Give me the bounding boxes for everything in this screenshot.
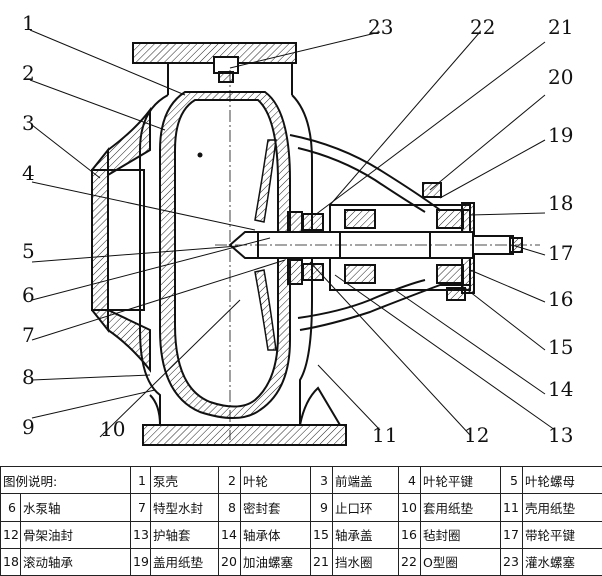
legend-table: 图例说明: 1 泵壳 2 叶轮 3 前端盖 4 叶轮平键 5 叶轮螺母 6 水泵… <box>0 465 602 576</box>
leader-lines <box>29 29 556 438</box>
legend-label: 前端盖 <box>332 465 399 495</box>
legend-label: 密封套 <box>240 493 311 522</box>
callout-21: 21 <box>548 15 573 39</box>
legend-row: 图例说明: 1 泵壳 2 叶轮 3 前端盖 4 叶轮平键 5 叶轮螺母 <box>0 465 602 495</box>
legend-label: 盖用纸垫 <box>150 547 219 576</box>
legend-label: 套用纸垫 <box>420 493 501 522</box>
legend-number: 1 <box>130 465 151 495</box>
legend-number: 13 <box>130 520 151 549</box>
legend-label: 泵壳 <box>150 465 219 495</box>
legend-number: 8 <box>218 493 241 522</box>
legend-label: 叶轮 <box>240 465 311 495</box>
legend-number: 15 <box>310 520 333 549</box>
bearing-housing <box>287 134 475 331</box>
legend-number: 3 <box>310 465 333 495</box>
legend-label: 止口环 <box>332 493 399 522</box>
callout-16: 16 <box>548 287 573 311</box>
legend-label: 毡封圈 <box>420 520 501 549</box>
callout-2: 2 <box>22 61 35 85</box>
legend-number: 5 <box>500 465 523 495</box>
legend-row: 6 水泵轴 7 特型水封 8 密封套 9 止口环 10 套用纸垫 11 壳用纸垫 <box>0 493 602 522</box>
legend-number: 4 <box>398 465 421 495</box>
callout-5: 5 <box>22 239 35 263</box>
callout-23: 23 <box>368 15 393 39</box>
legend-number: 16 <box>398 520 421 549</box>
pump-cross-section-drawing: 1 2 3 4 5 6 7 8 9 10 11 12 13 14 15 16 1… <box>22 11 573 447</box>
legend-label: 水泵轴 <box>20 493 131 522</box>
callout-8: 8 <box>22 365 35 389</box>
legend-label: 滚动轴承 <box>20 547 131 576</box>
callout-20: 20 <box>548 65 573 89</box>
legend-number: 18 <box>0 547 21 576</box>
callout-numbers: 1 2 3 4 5 6 7 8 9 10 11 12 13 14 15 16 1… <box>22 11 573 447</box>
callout-12: 12 <box>464 423 489 447</box>
legend-number: 10 <box>398 493 421 522</box>
legend-number: 11 <box>500 493 523 522</box>
legend-number: 14 <box>218 520 241 549</box>
legend-label: 挡水圈 <box>332 547 399 576</box>
legend-label: 特型水封 <box>150 493 219 522</box>
legend-number: 22 <box>398 547 421 576</box>
callout-3: 3 <box>22 111 35 135</box>
legend-number: 7 <box>130 493 151 522</box>
legend-number: 19 <box>130 547 151 576</box>
legend-label: 灌水螺塞 <box>522 547 602 576</box>
legend-row: 18 滚动轴承 19 盖用纸垫 20 加油螺塞 21 挡水圈 22 O型圈 23… <box>0 547 602 576</box>
callout-22: 22 <box>470 15 495 39</box>
callout-4: 4 <box>22 161 35 185</box>
legend-label: 轴承盖 <box>332 520 399 549</box>
callout-1: 1 <box>22 11 35 35</box>
callout-17: 17 <box>548 241 573 265</box>
legend-label: 护轴套 <box>150 520 219 549</box>
callout-7: 7 <box>22 323 35 347</box>
callout-11: 11 <box>372 423 397 447</box>
pump-casing <box>91 42 347 446</box>
callout-14: 14 <box>548 377 573 401</box>
callout-13: 13 <box>548 423 573 447</box>
legend-number: 6 <box>0 493 21 522</box>
legend-label: 壳用纸垫 <box>522 493 602 522</box>
legend-label: O型圈 <box>420 547 501 576</box>
legend-number: 2 <box>218 465 241 495</box>
legend-label: 带轮平键 <box>522 520 602 549</box>
legend-row: 12 骨架油封 13 护轴套 14 轴承体 15 轴承盖 16 毡封圈 17 带… <box>0 520 602 549</box>
legend-label: 加油螺塞 <box>240 547 311 576</box>
callout-15: 15 <box>548 335 573 359</box>
callout-18: 18 <box>548 191 573 215</box>
legend-label: 骨架油封 <box>20 520 131 549</box>
legend-label: 叶轮平键 <box>420 465 501 495</box>
callout-19: 19 <box>548 123 573 147</box>
callout-10: 10 <box>100 417 125 441</box>
legend-number: 20 <box>218 547 241 576</box>
impeller <box>254 139 277 351</box>
callout-9: 9 <box>22 415 35 439</box>
legend-number: 12 <box>0 520 21 549</box>
legend-number: 21 <box>310 547 333 576</box>
legend-label: 叶轮螺母 <box>522 465 602 495</box>
callout-6: 6 <box>22 283 35 307</box>
legend-number: 9 <box>310 493 333 522</box>
legend-number: 23 <box>500 547 523 576</box>
legend-title: 图例说明: <box>0 465 131 495</box>
legend-number: 17 <box>500 520 523 549</box>
legend-label: 轴承体 <box>240 520 311 549</box>
